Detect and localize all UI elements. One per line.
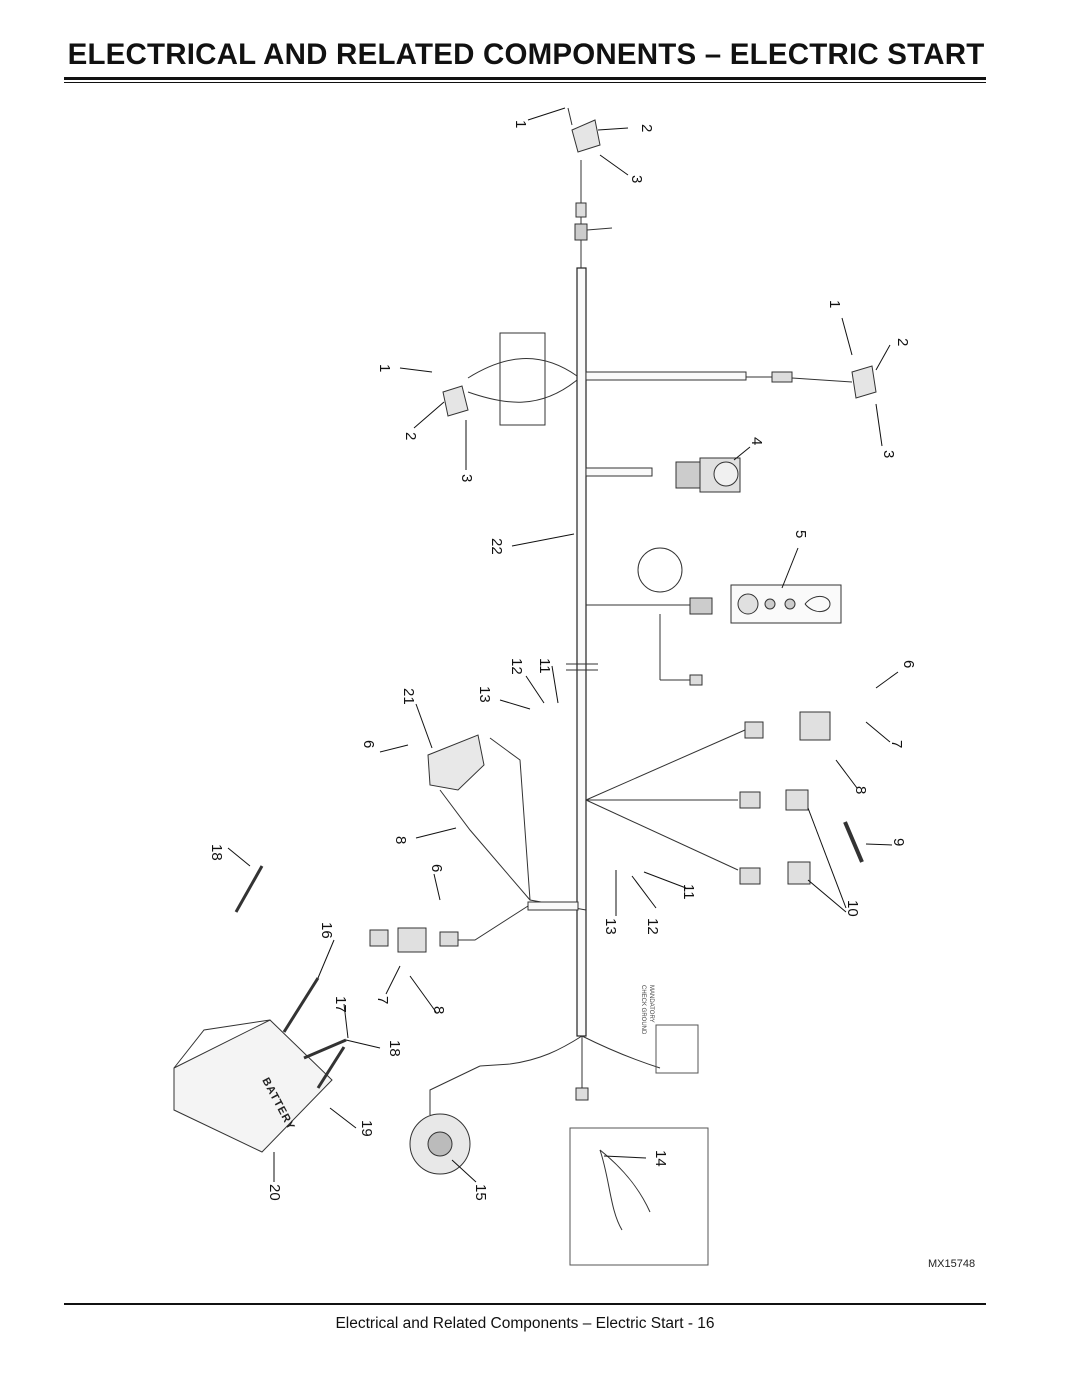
title-rule-thick: [64, 77, 986, 80]
svg-text:3: 3: [628, 175, 645, 183]
footer-rule: [64, 1303, 986, 1305]
connector-box-14: [569, 1127, 709, 1266]
svg-text:8: 8: [852, 786, 869, 794]
right-switch: [851, 365, 877, 399]
svg-text:9: 9: [890, 838, 907, 846]
svg-text:12: 12: [644, 918, 661, 935]
pto-branch: [585, 467, 653, 477]
svg-text:21: 21: [400, 688, 417, 705]
lower-junction: [527, 901, 579, 911]
svg-text:13: 13: [602, 918, 619, 935]
right-branch: [585, 371, 747, 381]
svg-text:14: 14: [652, 1150, 669, 1167]
page-footer: Electrical and Related Components – Elec…: [335, 1315, 715, 1332]
svg-text:5: 5: [792, 530, 809, 538]
svg-text:18: 18: [208, 844, 225, 861]
svg-text:2: 2: [402, 432, 419, 440]
svg-text:12: 12: [508, 658, 525, 675]
svg-text:20: 20: [266, 1184, 283, 1201]
svg-text:17: 17: [332, 996, 349, 1013]
svg-text:11: 11: [680, 884, 697, 900]
svg-text:8: 8: [430, 1006, 447, 1014]
diode: [843, 821, 864, 863]
svg-text:7: 7: [374, 996, 391, 1004]
relay-right-mid: [785, 789, 809, 811]
svg-text:16: 16: [318, 922, 335, 939]
svg-text:MX15748: MX15748: [928, 1258, 975, 1270]
top-connector: [575, 202, 587, 218]
title-rule-thin: [64, 82, 986, 83]
battery-cable-16: [282, 977, 320, 1033]
svg-text:10: 10: [844, 900, 861, 917]
relay-right-upper: [799, 711, 831, 741]
main-harness: [576, 267, 587, 1037]
svg-text:MANDATORY: MANDATORY: [648, 985, 654, 1023]
svg-text:3: 3: [458, 474, 475, 482]
svg-text:CHECK GROUND: CHECK GROUND: [640, 985, 646, 1035]
seat-switch-box: [499, 332, 546, 426]
svg-text:6: 6: [900, 660, 917, 668]
battery: [173, 1019, 333, 1153]
svg-text:6: 6: [428, 864, 445, 872]
svg-text:1: 1: [376, 364, 393, 372]
svg-text:13: 13: [476, 686, 493, 703]
top-switch: [571, 119, 601, 153]
left-switch: [442, 385, 469, 417]
svg-text:4: 4: [748, 437, 765, 445]
relay-left-bracket: [427, 734, 485, 791]
battery-cable-18-top: [234, 865, 264, 913]
svg-text:19: 19: [358, 1120, 375, 1137]
svg-text:3: 3: [880, 450, 897, 458]
svg-text:8: 8: [392, 836, 409, 844]
svg-text:18: 18: [386, 1040, 403, 1057]
page-title: ELECTRICAL AND RELATED COMPONENTS – ELEC…: [67, 38, 985, 71]
svg-text:1: 1: [512, 120, 529, 128]
svg-text:15: 15: [472, 1184, 489, 1201]
relay-left-lower: [397, 927, 427, 953]
ground-box: [655, 1024, 699, 1074]
top-connector-2: [574, 223, 588, 241]
svg-text:7: 7: [888, 740, 905, 748]
svg-text:2: 2: [638, 124, 655, 132]
relay-right-lower: [787, 861, 811, 885]
svg-text:6: 6: [360, 740, 377, 748]
svg-text:2: 2: [894, 338, 911, 346]
svg-text:22: 22: [488, 538, 505, 555]
battery-cable-17: [303, 1038, 347, 1060]
svg-text:1: 1: [826, 300, 843, 308]
battery-cable-18: [316, 1046, 346, 1089]
svg-text:11: 11: [536, 658, 553, 674]
